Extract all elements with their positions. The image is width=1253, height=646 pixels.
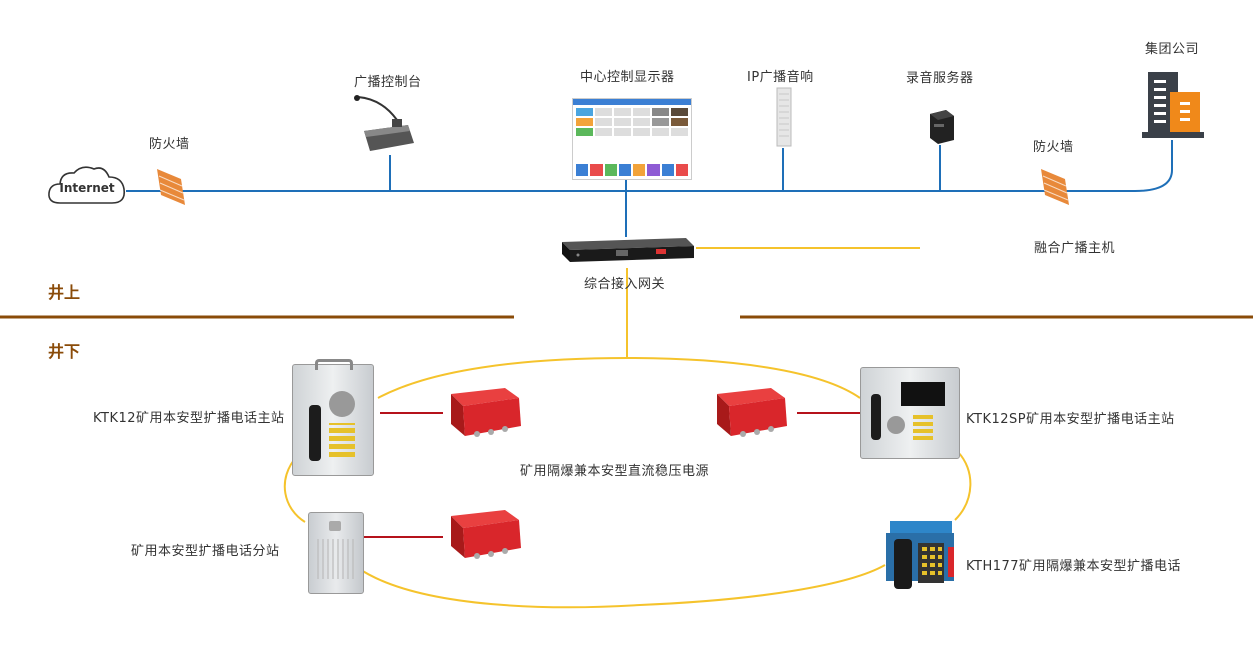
center-display-icon <box>572 98 692 180</box>
ktk12sp-label: KTK12SP矿用本安型扩播电话主站 <box>966 412 1175 427</box>
host-label: 融合广播主机 <box>1034 241 1116 256</box>
company-label: 集团公司 <box>1145 42 1200 57</box>
ktk12sp-station-icon <box>860 367 960 459</box>
kth177-label: KTH177矿用隔爆兼本安型扩播电话 <box>966 559 1182 574</box>
kth177-phone-icon <box>884 517 956 595</box>
recorder-label: 录音服务器 <box>906 71 974 86</box>
gateway-label: 综合接入网关 <box>584 277 666 292</box>
firewall-right-label: 防火墙 <box>1033 140 1074 155</box>
display-label: 中心控制显示器 <box>580 70 675 85</box>
console-label: 广播控制台 <box>354 75 422 90</box>
ring <box>283 247 972 609</box>
substation-label: 矿用本安型扩播电话分站 <box>131 544 280 559</box>
ktk12-label: KTK12矿用本安型扩播电话主站 <box>93 411 285 426</box>
section-above-ground: 井上 <box>48 283 81 302</box>
power-supply-2-icon <box>709 386 789 442</box>
power-supply-1-icon <box>443 386 523 442</box>
firewall-left-label: 防火墙 <box>149 137 190 152</box>
section-underground: 井下 <box>48 342 81 361</box>
ip-speaker-label: IP广播音响 <box>747 70 814 85</box>
internet-cloud-icon: Internet <box>46 163 128 209</box>
power-supply-3-icon <box>443 508 523 564</box>
power-supply-label: 矿用隔爆兼本安型直流稳压电源 <box>520 464 710 479</box>
power-lines <box>363 412 860 538</box>
backbone <box>126 140 1173 237</box>
substation-icon <box>308 512 364 594</box>
internet-label: Internet <box>59 181 115 195</box>
ktk12-station-icon <box>292 359 374 476</box>
